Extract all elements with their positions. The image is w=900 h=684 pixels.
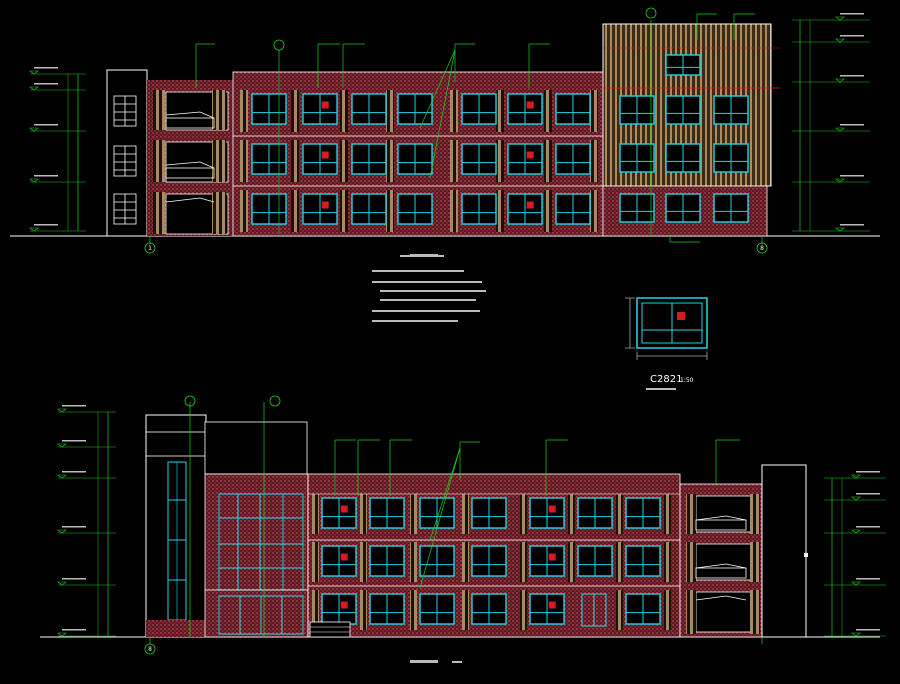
axis-label-upper-left: 1 <box>148 245 152 252</box>
lower-elevation: 8 <box>40 395 886 663</box>
window-detail-code: C2821 <box>650 374 682 385</box>
window-detail-c2821: C2821 1:50 <box>625 297 708 390</box>
general-notes <box>372 255 486 322</box>
axis-label-upper-right: 8 <box>760 245 764 252</box>
axis-label-lower-left: 8 <box>148 646 152 653</box>
upper-elevation: 1 8 <box>10 7 880 254</box>
window-detail-scale: 1:50 <box>680 377 694 384</box>
